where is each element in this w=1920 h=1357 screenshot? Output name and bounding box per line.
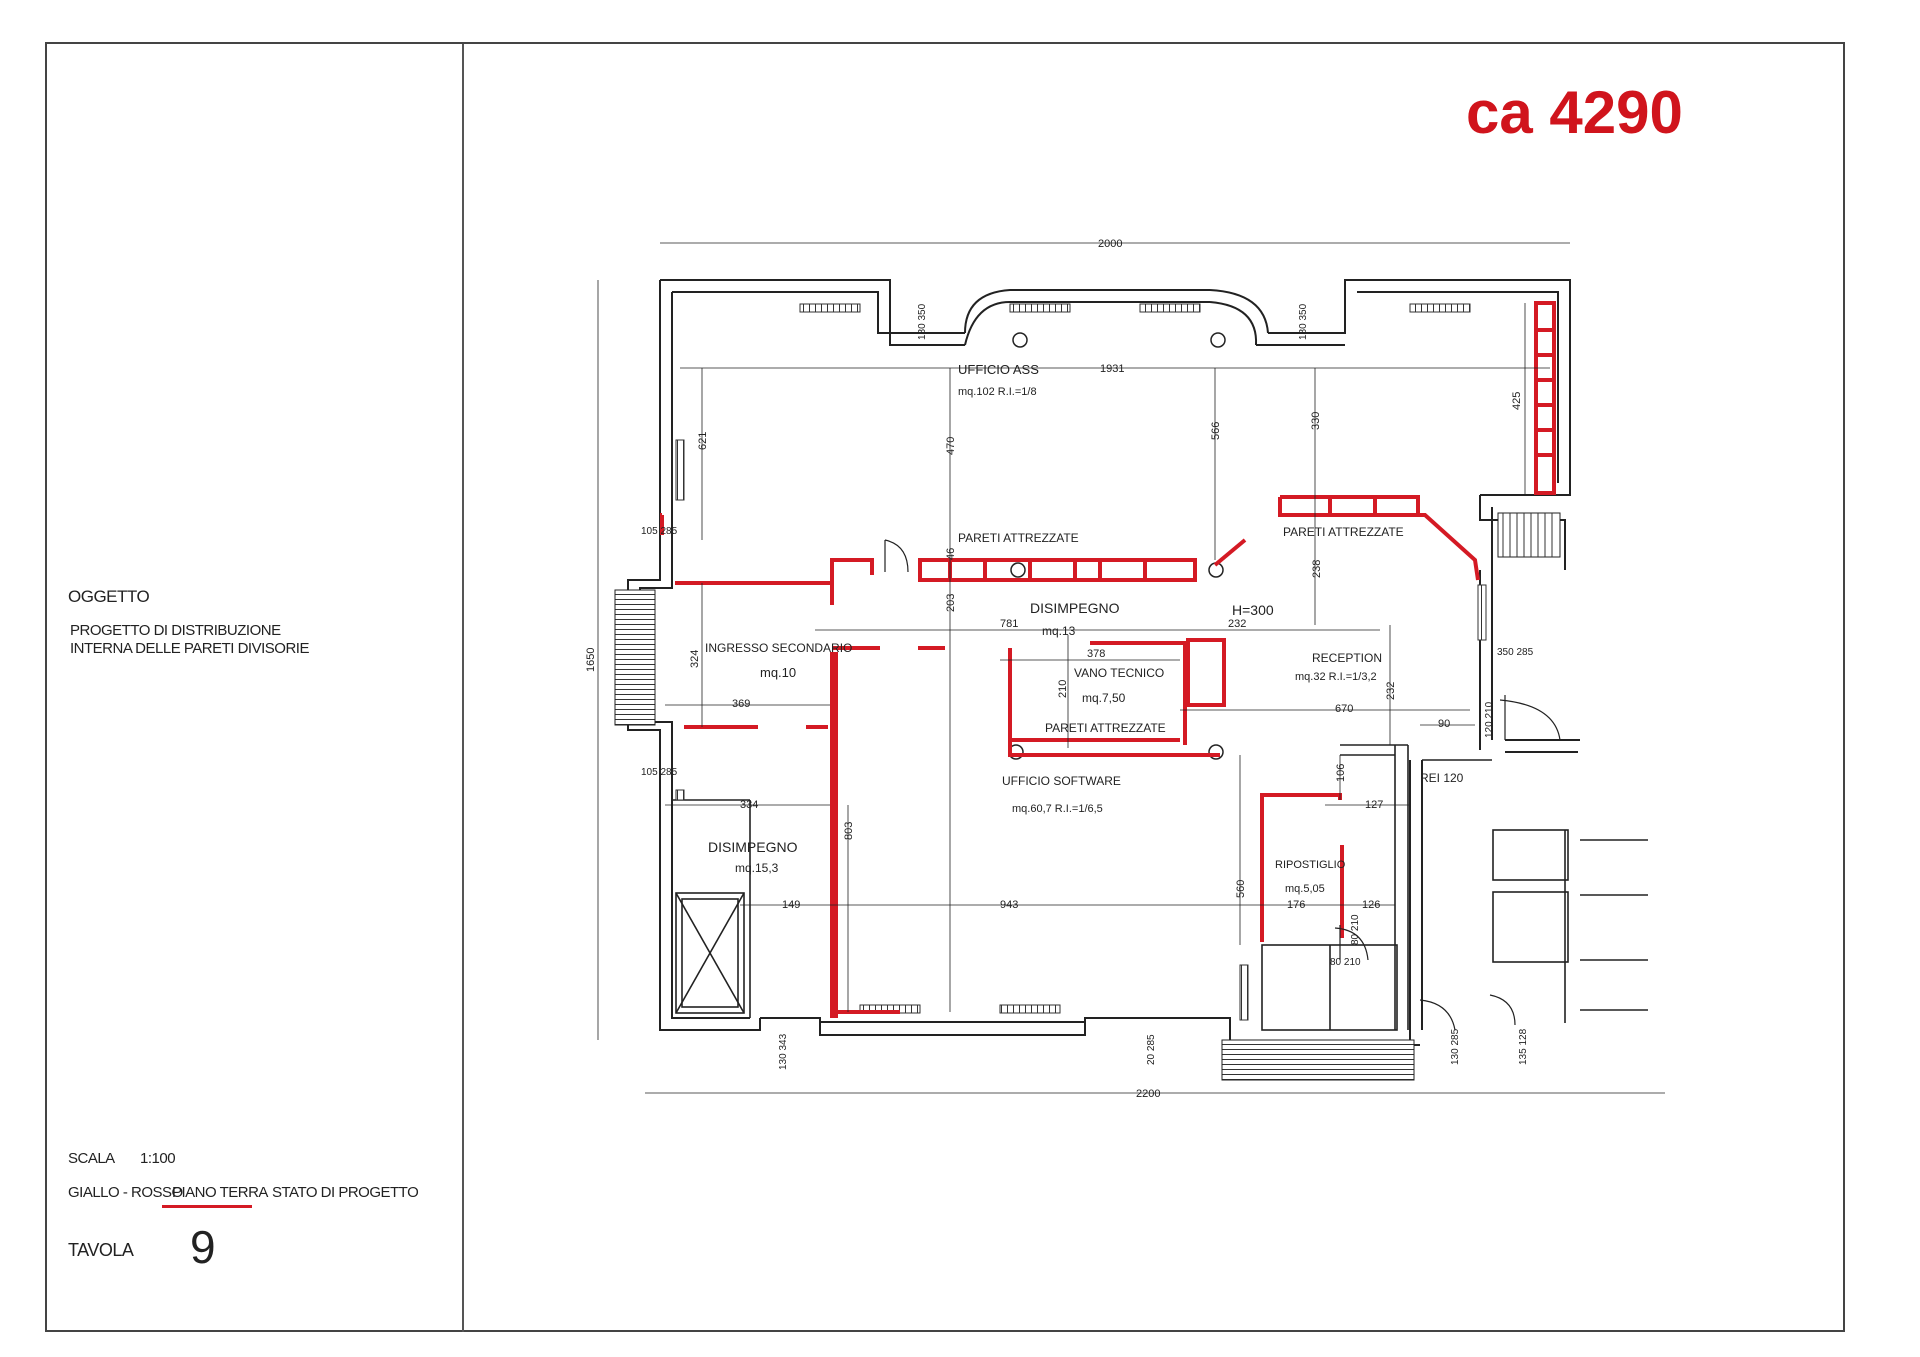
dim-670: 670 [1335, 703, 1353, 715]
interior-walls [672, 744, 1648, 1031]
dim-bot-130-343: 130 343 [778, 1033, 789, 1070]
dim-v-203: 203 [945, 594, 957, 612]
dim-126: 126 [1362, 899, 1380, 911]
dim-inner-top: 1931 [1100, 363, 1124, 375]
dim-v-106: 106 [1335, 764, 1347, 782]
dim-369: 369 [732, 698, 750, 710]
disimpegno-1-name: DISIMPEGNO [1030, 600, 1120, 616]
dim-bot-20-285: 20 285 [1146, 1034, 1157, 1065]
windows [675, 303, 1487, 1021]
dim-win-105-285-a: 105 285 [641, 526, 678, 537]
scale-label: SCALA [68, 1150, 115, 1167]
disimpegno-1-area: mq.13 [1042, 624, 1076, 638]
oggetto-label: OGGETTO [68, 587, 150, 606]
owner-name: GIALLO - ROSSO [68, 1184, 183, 1201]
ufficio-ass-name: UFFICIO ASS [958, 362, 1039, 377]
dim-v-46: 46 [945, 548, 957, 560]
scale-value: 1:100 [140, 1150, 176, 1167]
dim-334: 334 [740, 799, 758, 811]
dim-overall-bottom: 2200 [1136, 1088, 1160, 1100]
ripostiglio-name: RIPOSTIGLIO [1275, 859, 1346, 871]
dim-943: 943 [1000, 899, 1018, 911]
dim-win-180-350-a: 180 350 [917, 303, 928, 340]
floor-name: PIANO TERRA [172, 1184, 268, 1201]
title-block-divider [462, 44, 464, 1332]
pareti-attrezzate-2: PARETI ATTREZZATE [1283, 525, 1404, 539]
ufficio-ass-area: mq.102 R.I.=1/8 [958, 386, 1037, 398]
fire-rating-label: REI 120 [1420, 771, 1464, 785]
disimpegno-2-area: mq.15,3 [735, 861, 779, 875]
stairs [614, 512, 1561, 1081]
ingresso-area: mq.10 [760, 665, 796, 680]
dim-v-621: 621 [697, 432, 709, 450]
exterior-walls [627, 279, 1580, 1046]
dim-v-470: 470 [945, 437, 957, 455]
project-status: STATO DI PROGETTO [272, 1184, 419, 1201]
dim-781: 781 [1000, 618, 1018, 630]
dim-bot-130-285: 130 285 [1450, 1028, 1461, 1065]
dim-v-560: 560 [1235, 880, 1247, 898]
dim-overall-top: 2000 [1098, 238, 1122, 250]
dimension-lines [597, 242, 1665, 1094]
dim-v-425: 425 [1511, 392, 1523, 410]
ripostiglio-area: mq.5,05 [1285, 883, 1325, 895]
dim-90: 90 [1438, 718, 1450, 730]
dim-win-105-285-b: 105 285 [641, 767, 678, 778]
dim-149: 149 [782, 899, 800, 911]
dim-232a: 232 [1228, 618, 1246, 630]
tavola-label: TAVOLA [68, 1240, 134, 1260]
dim-door-80-210-a: 80 210 [1350, 914, 1361, 945]
dim-v-566: 566 [1210, 422, 1222, 440]
disimpegno-2-name: DISIMPEGNO [708, 839, 798, 855]
dim-win-180-350-b: 180 350 [1298, 303, 1309, 340]
drawing-sheet-border [45, 42, 1845, 1332]
dim-v-324: 324 [689, 650, 701, 668]
reception-name: RECEPTION [1312, 651, 1382, 665]
description-line-2: INTERNA DELLE PARETI DIVISORIE [70, 640, 309, 657]
dim-378: 378 [1087, 648, 1105, 660]
room-labels: UFFICIO ASS mq.102 R.I.=1/8 PARETI ATTRE… [705, 362, 1464, 895]
dim-v-803: 803 [843, 822, 855, 840]
tavola-number: 9 [190, 1221, 216, 1273]
ufficio-software-area: mq.60,7 R.I.=1/6,5 [1012, 803, 1103, 815]
floor-underline [162, 1205, 252, 1208]
dim-v-238: 238 [1311, 560, 1323, 578]
dim-win-120-210: 120 210 [1484, 701, 1495, 738]
dim-win-350-285: 350 285 [1497, 647, 1534, 658]
pareti-attrezzate-3: PARETI ATTREZZATE [1045, 721, 1166, 735]
ceiling-height: H=300 [1232, 602, 1274, 618]
doors [884, 539, 1561, 1031]
dim-overall-left: 1650 [585, 648, 597, 672]
dim-v-330: 330 [1310, 412, 1322, 430]
pareti-attrezzate-1: PARETI ATTREZZATE [958, 531, 1079, 545]
dimension-labels: 2000 2200 1650 1931 781 232 378 369 334 … [585, 238, 1534, 1100]
price-note: ca 4290 [1466, 79, 1683, 146]
dim-176: 176 [1287, 899, 1305, 911]
description-line-1: PROGETTO DI DISTRIBUZIONE [70, 622, 281, 639]
dim-v-210: 210 [1057, 680, 1069, 698]
dim-v-232b: 232 [1385, 682, 1397, 700]
ingresso-name: INGRESSO SECONDARIO [705, 641, 852, 655]
dim-127: 127 [1365, 799, 1383, 811]
dim-bot-135-128: 135 128 [1518, 1028, 1529, 1065]
ufficio-software-name: UFFICIO SOFTWARE [1002, 774, 1121, 788]
dim-door-80-210-b: 80 210 [1330, 957, 1361, 968]
reception-area: mq.32 R.I.=1/3,2 [1295, 671, 1377, 683]
vano-tecnico-name: VANO TECNICO [1074, 666, 1164, 680]
vano-tecnico-area: mq.7,50 [1082, 691, 1126, 705]
